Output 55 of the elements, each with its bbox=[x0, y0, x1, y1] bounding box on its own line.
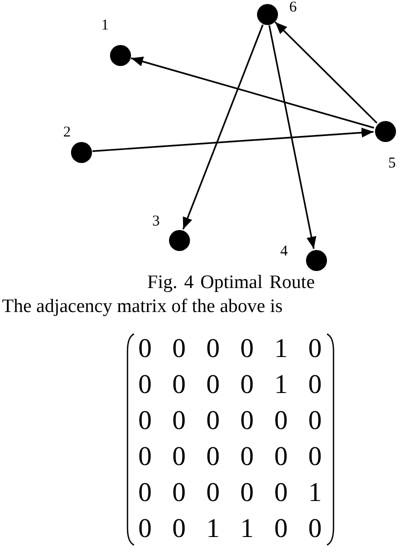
circle-node bbox=[306, 250, 326, 270]
matrix-entry: 0 bbox=[206, 478, 220, 506]
matrix-entry: 0 bbox=[138, 370, 152, 398]
figure-caption: Fig. 4 Optimal Route bbox=[146, 272, 316, 295]
matrix-entry: 0 bbox=[308, 406, 322, 434]
matrix-entry: 0 bbox=[138, 478, 152, 506]
matrix-entry: 0 bbox=[172, 478, 186, 506]
matrix-entry: 0 bbox=[240, 478, 254, 506]
matrix-entry: 0 bbox=[206, 442, 220, 470]
matrix-entry: 0 bbox=[308, 370, 322, 398]
circle-node bbox=[70, 142, 92, 162]
matrix-entry: 0 bbox=[172, 514, 186, 542]
matrix-entry: 0 bbox=[172, 442, 186, 470]
matrix-entry: 0 bbox=[240, 334, 254, 362]
arrow bbox=[268, 25, 316, 249]
matrix-entry: 1 bbox=[240, 514, 254, 542]
matrix-entry: 0 bbox=[240, 442, 254, 470]
matrix-entry: 0 bbox=[172, 334, 186, 362]
circle-node bbox=[110, 44, 130, 66]
arrow bbox=[92, 128, 374, 152]
matrix-entry: 0 bbox=[206, 334, 220, 362]
matrix-entry: 0 bbox=[308, 442, 322, 470]
matrix-entry: 0 bbox=[138, 514, 152, 542]
matrix-entry: 0 bbox=[138, 442, 152, 470]
matrix-entry: 1 bbox=[308, 478, 322, 506]
arrow bbox=[130, 56, 374, 129]
matrix-entry: 0 bbox=[206, 370, 220, 398]
node-number: 4 bbox=[280, 244, 288, 260]
matrix-entry: 0 bbox=[274, 442, 288, 470]
matrix-entry: 1 bbox=[206, 514, 220, 542]
matrix-entry: 0 bbox=[274, 478, 288, 506]
matrix-entry: 0 bbox=[172, 370, 186, 398]
matrix-entry: 0 bbox=[308, 334, 322, 362]
circle-node bbox=[168, 230, 190, 250]
node-number: 1 bbox=[101, 18, 109, 34]
matrix-entry: 0 bbox=[138, 334, 152, 362]
matrix-entry: 0 bbox=[172, 406, 186, 434]
arrow bbox=[182, 24, 264, 230]
node-number: 3 bbox=[152, 214, 160, 230]
matrix-entry: 0 bbox=[240, 370, 254, 398]
circle-node bbox=[374, 120, 396, 142]
matrix-entry: 1 bbox=[274, 370, 288, 398]
matrix-entry: 0 bbox=[308, 514, 322, 542]
node-number: 6 bbox=[289, 0, 297, 16]
matrix-entry: 0 bbox=[138, 406, 152, 434]
node-number: 2 bbox=[63, 126, 71, 140]
matrix-entry: 0 bbox=[240, 406, 254, 434]
arrow bbox=[274, 22, 378, 124]
matrix-entry: 0 bbox=[274, 514, 288, 542]
node-number: 5 bbox=[388, 156, 396, 172]
matrix-entry: 1 bbox=[274, 334, 288, 362]
circle-node bbox=[256, 4, 278, 24]
matrix-entry: 0 bbox=[206, 406, 220, 434]
matrix-entry: 0 bbox=[274, 406, 288, 434]
body-text: The adjacency matrix of the above is bbox=[2, 296, 283, 319]
